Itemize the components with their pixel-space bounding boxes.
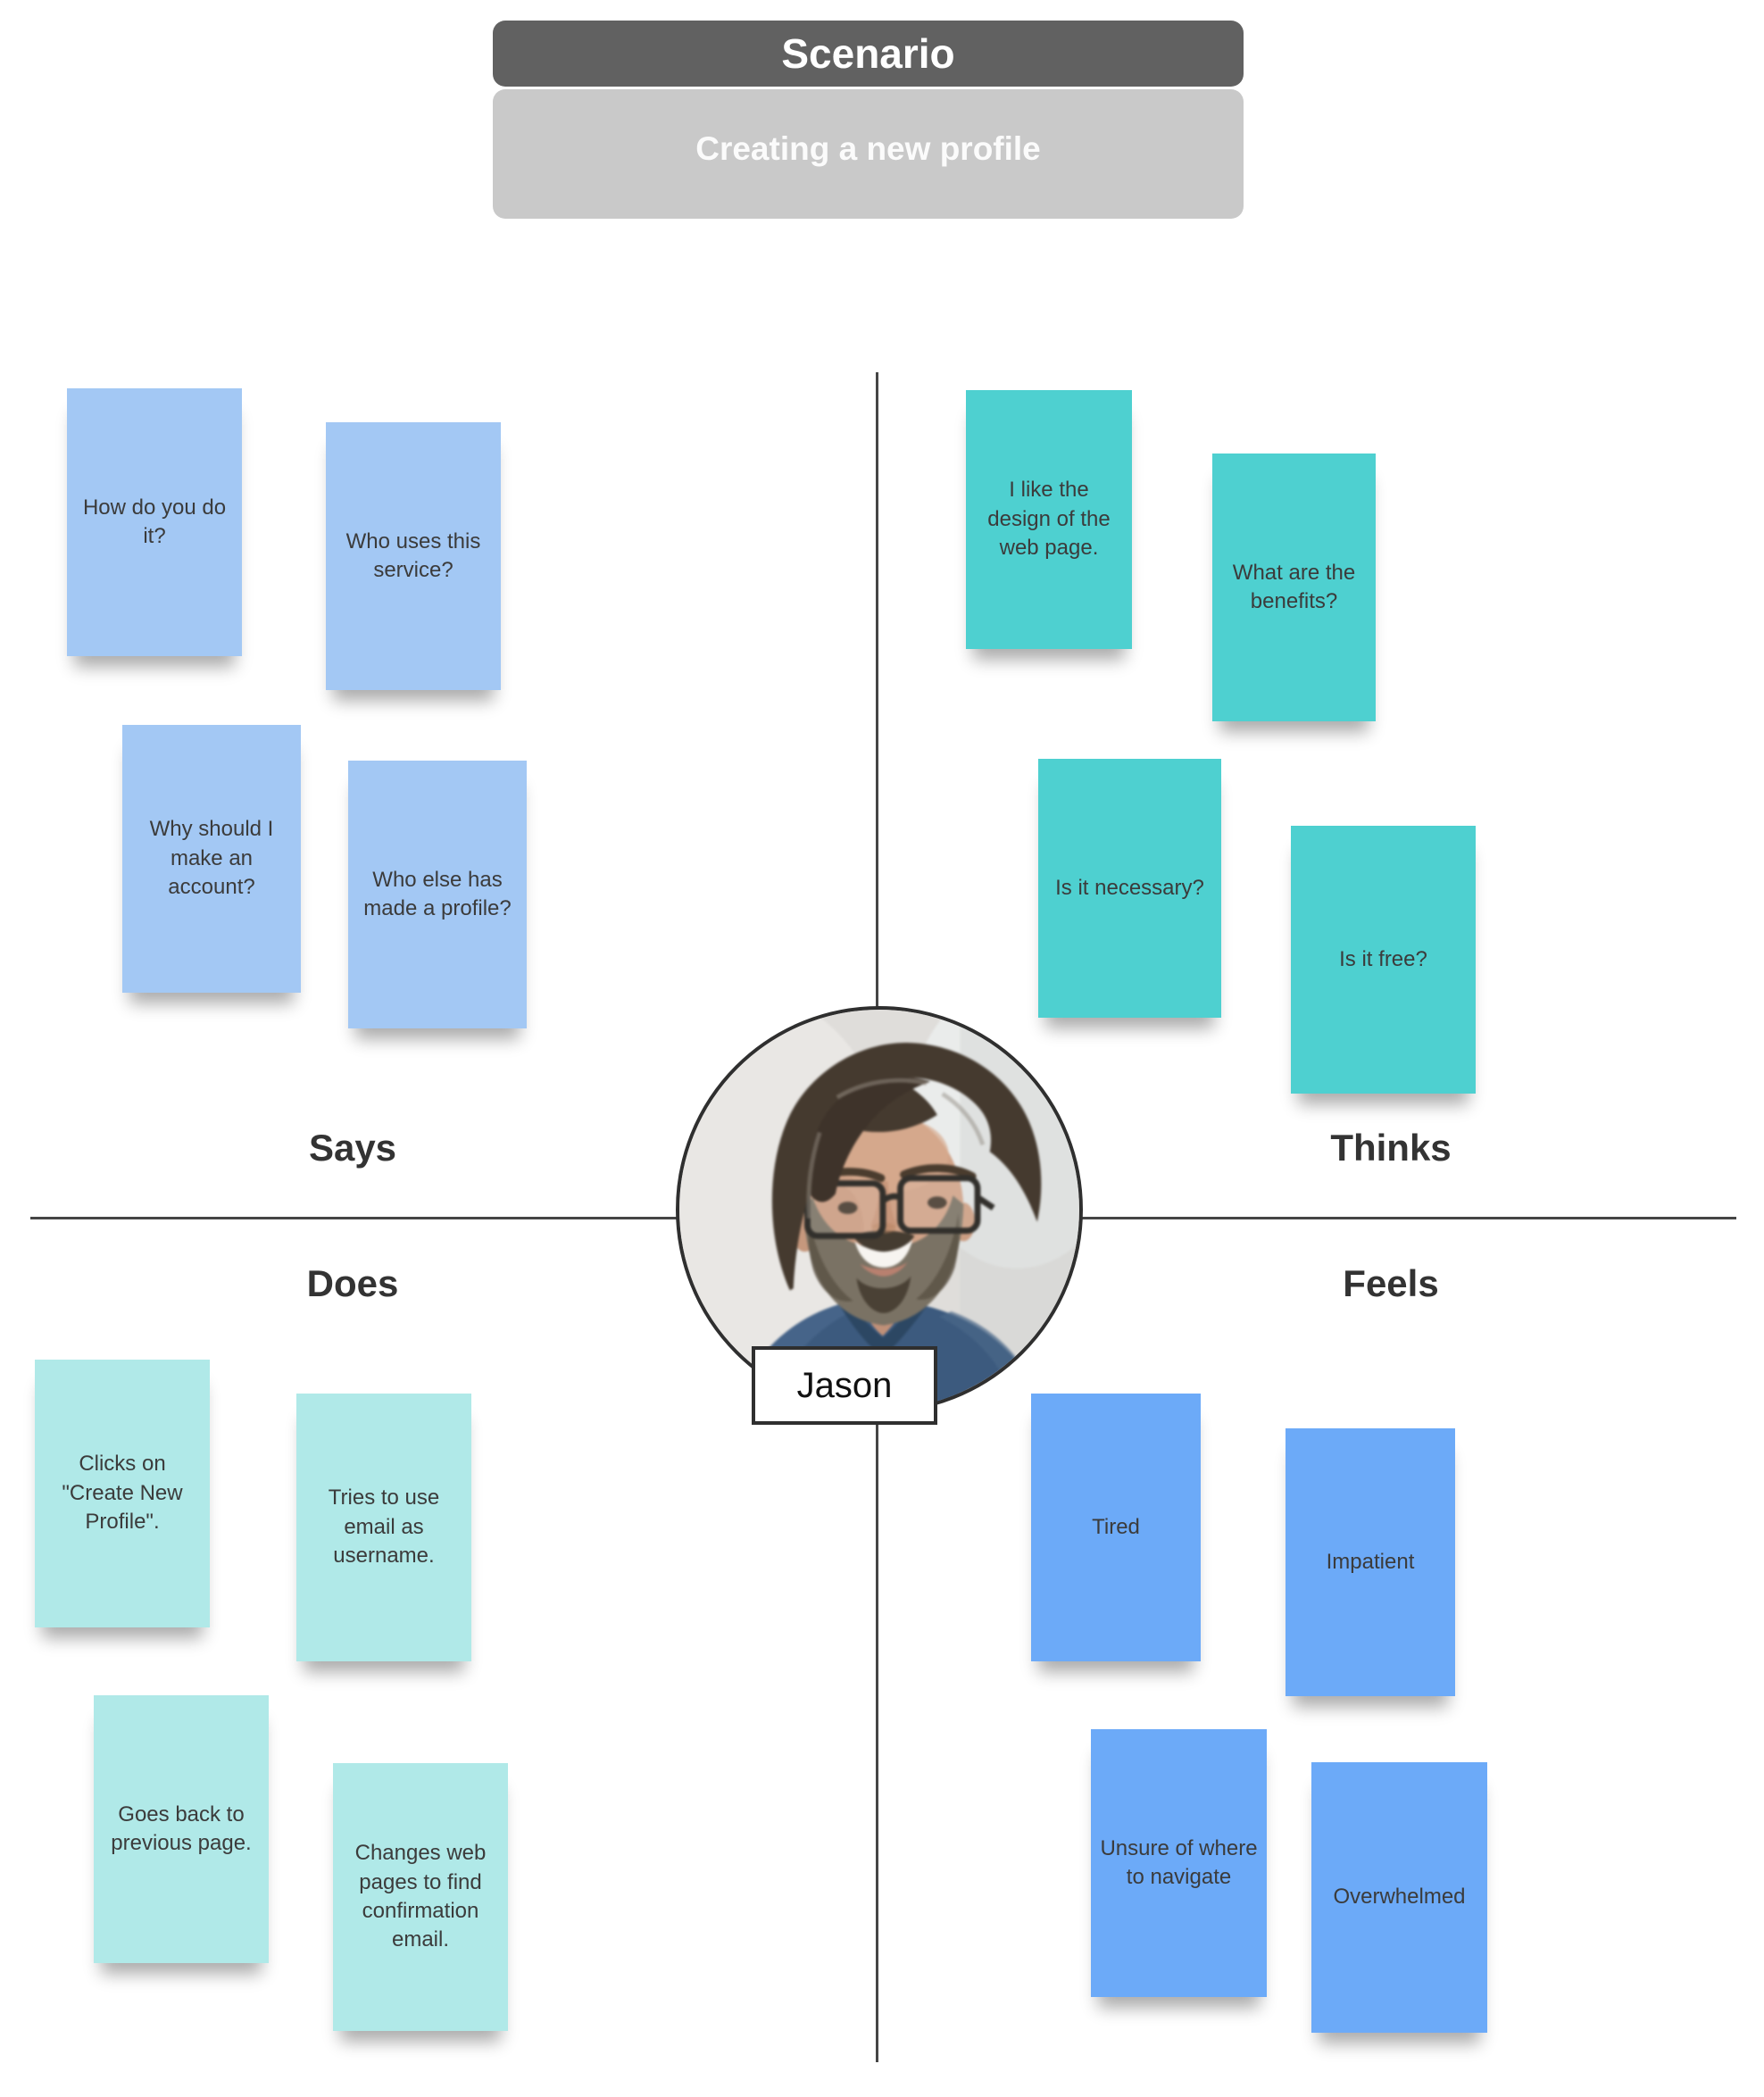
sticky-note-text: Impatient (1326, 1549, 1415, 1574)
sticky-note-text: How do you do it? (82, 495, 227, 548)
quadrant-label-thinks: Thinks (1330, 1127, 1452, 1169)
sticky-note-text: Overwhelmed (1333, 1885, 1466, 1910)
sticky-note-thinks-2[interactable]: What are the benefits? (1212, 454, 1376, 721)
sticky-note-text: Changes web pages to find confirmation e… (354, 1841, 487, 1952)
sticky-note-text: Why should I make an account? (149, 817, 274, 900)
scenario-subtitle: Creating a new profile (695, 129, 1041, 167)
sticky-note-text: Tries to use email as username. (328, 1485, 440, 1569)
sticky-note-feels-1[interactable]: Tired (1031, 1394, 1201, 1661)
man-portrait-photo (679, 1010, 1079, 1410)
persona-name-label[interactable]: Jason (752, 1346, 937, 1425)
sticky-note-text: Tired (1092, 1514, 1140, 1539)
sticky-note-does-4[interactable]: Changes web pages to find confirmation e… (333, 1763, 508, 2031)
sticky-note-text: I like the design of the web page. (987, 478, 1111, 561)
quadrant-label-feels: Feels (1343, 1262, 1439, 1304)
scenario-title: Scenario (781, 30, 955, 77)
sticky-note-does-3[interactable]: Goes back to previous page. (94, 1695, 269, 1963)
sticky-note-thinks-3[interactable]: Is it necessary? (1038, 759, 1221, 1018)
sticky-note-does-2[interactable]: Tries to use email as username. (296, 1394, 471, 1661)
sticky-note-text: Unsure of where to navigate (1100, 1835, 1258, 1889)
scenario-title-box[interactable]: Scenario (493, 21, 1244, 87)
sticky-note-text: Clicks on "Create New Profile". (62, 1452, 183, 1535)
sticky-note-feels-3[interactable]: Unsure of where to navigate (1091, 1729, 1267, 1997)
sticky-note-says-1[interactable]: How do you do it? (67, 388, 242, 656)
sticky-note-thinks-1[interactable]: I like the design of the web page. (966, 390, 1132, 649)
sticky-note-text: Is it free? (1339, 946, 1427, 971)
sticky-note-feels-4[interactable]: Overwhelmed (1311, 1762, 1487, 2033)
sticky-note-text: What are the benefits? (1232, 560, 1356, 613)
sticky-note-says-2[interactable]: Who uses this service? (326, 422, 501, 690)
quadrant-label-says: Says (308, 1127, 397, 1169)
sticky-note-text: Is it necessary? (1055, 875, 1204, 900)
sticky-note-does-1[interactable]: Clicks on "Create New Profile". (35, 1360, 210, 1627)
scenario-subtitle-box[interactable]: Creating a new profile (493, 89, 1244, 219)
sticky-note-text: Goes back to previous page. (111, 1802, 252, 1855)
sticky-note-text: Who uses this service? (345, 528, 481, 582)
sticky-note-thinks-4[interactable]: Is it free? (1291, 826, 1476, 1094)
sticky-note-says-3[interactable]: Why should I make an account? (122, 725, 301, 993)
quadrant-label-does: Does (306, 1262, 399, 1304)
sticky-note-says-4[interactable]: Who else has made a profile? (348, 761, 527, 1028)
sticky-note-feels-2[interactable]: Impatient (1286, 1428, 1455, 1696)
persona-name: Jason (796, 1365, 893, 1405)
persona-photo-circle[interactable] (676, 1006, 1083, 1413)
sticky-note-text: Who else has made a profile? (363, 867, 512, 920)
